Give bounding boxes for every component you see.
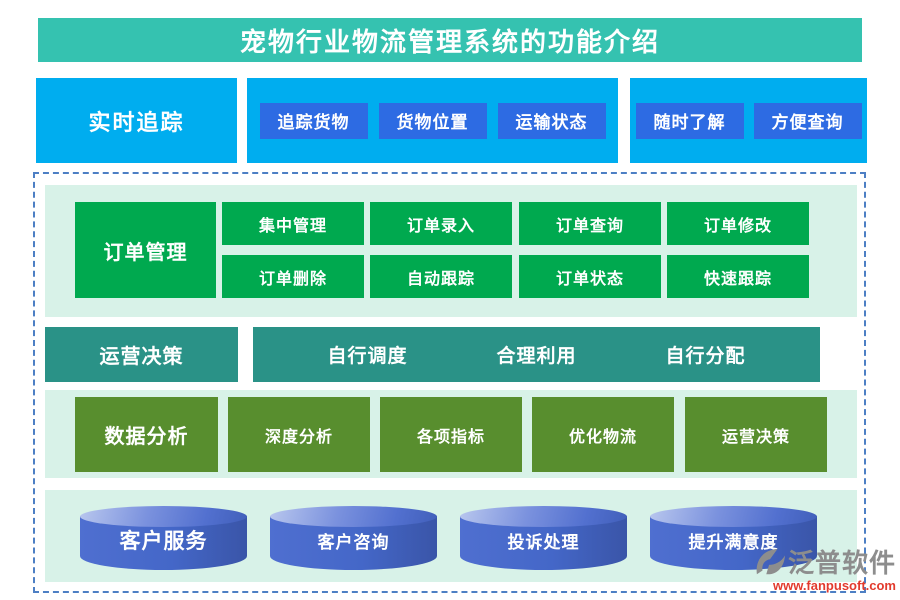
cylinder-label: 提升满意度	[688, 533, 779, 552]
realtime-tracking-header: 实时追踪	[36, 78, 237, 163]
tracking-group-1: 追踪货物 货物位置 运输状态	[247, 78, 618, 163]
page-title: 宠物行业物流管理系统的功能介绍	[38, 18, 862, 62]
cylinder-top	[460, 506, 627, 527]
cylinder-improve-satisfaction: 提升满意度	[650, 506, 817, 570]
cylinder-top	[80, 506, 247, 527]
operation-item-rational-use: 合理利用	[496, 346, 577, 367]
cylinder-customer-service: 客户服务	[80, 506, 247, 570]
analysis-item-optimize-logistics: 优化物流	[532, 397, 674, 472]
tracking-item-goods-location: 货物位置	[378, 102, 487, 139]
order-item-fast-tracking: 快速跟踪	[667, 255, 809, 298]
tracking-group-2: 随时了解 方便查询	[630, 78, 867, 163]
order-item-order-delete: 订单删除	[222, 255, 364, 298]
brand-watermark: 泛普软件 www.fanpusoft.com	[736, 543, 896, 593]
cylinder-customer-consult: 客户咨询	[270, 506, 437, 570]
order-item-order-modify: 订单修改	[667, 202, 809, 245]
order-item-order-status: 订单状态	[519, 255, 661, 298]
tracking-item-transport-status: 运输状态	[497, 102, 606, 139]
dashed-frame	[33, 172, 866, 593]
cylinder-complaint-handling: 投诉处理	[460, 506, 627, 570]
order-item-order-entry: 订单录入	[370, 202, 512, 245]
order-item-auto-tracking: 自动跟踪	[370, 255, 512, 298]
order-item-central-management: 集中管理	[222, 202, 364, 245]
operation-decision-bar: 自行调度 合理利用 自行分配	[253, 327, 820, 382]
operation-item-self-allocation: 自行分配	[665, 346, 746, 367]
cylinder-top	[650, 506, 817, 527]
analysis-item-deep-analysis: 深度分析	[228, 397, 370, 472]
tracking-item-track-goods: 追踪货物	[259, 102, 368, 139]
order-management-header: 订单管理	[75, 202, 216, 298]
operation-item-self-scheduling: 自行调度	[327, 346, 408, 367]
brand-url[interactable]: www.fanpusoft.com	[772, 578, 896, 593]
data-analysis-header: 数据分析	[75, 397, 218, 472]
brand-name: 泛普软件	[787, 548, 896, 578]
cylinder-label: 客户咨询	[317, 533, 390, 552]
analysis-item-various-indicators: 各项指标	[380, 397, 522, 472]
cylinder-label: 客户服务	[119, 530, 208, 553]
cylinder-label: 投诉处理	[507, 533, 580, 552]
order-item-order-query: 订单查询	[519, 202, 661, 245]
operation-decision-header: 运营决策	[45, 327, 238, 382]
tracking-item-know-anytime: 随时了解	[635, 102, 744, 139]
analysis-item-operation-decision: 运营决策	[685, 397, 827, 472]
cylinder-top	[270, 506, 437, 527]
fanpu-logo-icon	[754, 547, 786, 577]
tracking-item-easy-query: 方便查询	[753, 102, 862, 139]
